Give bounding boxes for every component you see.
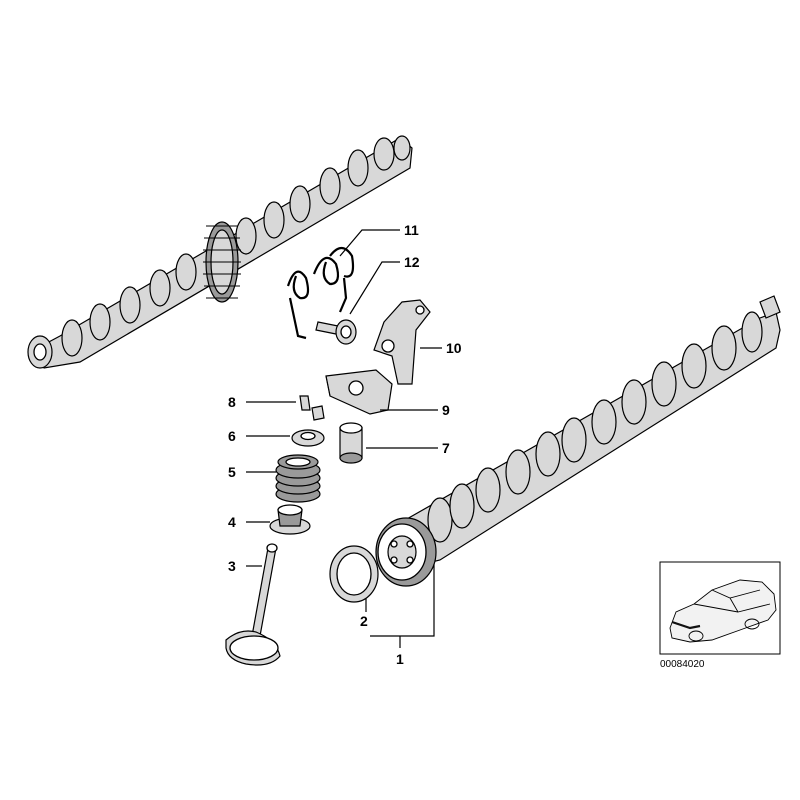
callout-4: 4 [228,514,236,530]
callout-7: 7 [442,440,450,456]
lower-camshaft [375,295,781,587]
callout-6: 6 [228,428,236,444]
part-8-keepers [299,395,325,421]
part-3-valve [225,543,281,666]
part-5-spring [275,454,321,503]
callout-8: 8 [228,394,236,410]
part-11-torsion-spring [286,246,355,340]
leader-lines [246,229,442,648]
callout-12: 12 [404,254,420,270]
callout-labels: 11 12 10 9 7 8 6 5 4 3 2 1 [228,222,462,667]
part-10-lever [373,299,431,385]
part-2-ring [329,545,379,603]
callout-2: 2 [360,613,368,629]
reference-number: 00084020 [660,659,705,670]
part-9-follower [325,369,393,415]
car-icon [669,579,777,643]
callout-9: 9 [442,402,450,418]
part-4-stem-seal [269,504,311,535]
callout-11: 11 [404,222,419,238]
vehicle-inset: 00084020 [659,561,781,670]
upper-camshaft [27,135,413,369]
callout-3: 3 [228,558,236,574]
part-12-bolt [315,319,357,345]
callout-1: 1 [396,651,404,667]
part-7-lifter [339,422,363,464]
callout-10: 10 [446,340,462,356]
part-6-retainer [291,429,325,447]
callout-5: 5 [228,464,236,480]
